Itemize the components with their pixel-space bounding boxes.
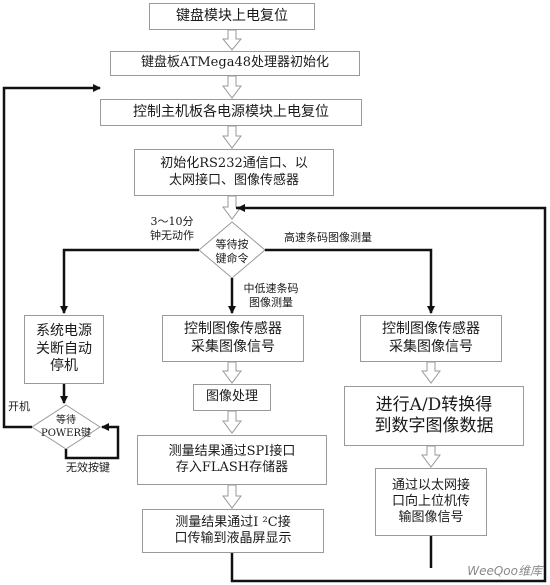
spi-flash-text: 测量结果通过SPI接口 存入FLASH存储器 <box>168 443 296 475</box>
mainboard-reset-box: 控制主机板各电源模块上电复位 <box>100 99 362 126</box>
wait-power-label: 等待 POWER键 <box>40 415 92 439</box>
capture-high-text: 控制图像传感器 采集图像信号 <box>382 321 480 355</box>
hollow-arrow <box>222 410 242 434</box>
i2c-lcd-box: 测量结果通过I ²C接 口传输到液晶屏显示 <box>142 509 324 553</box>
keyboard-reset-box: 键盘模块上电复位 <box>149 3 315 30</box>
power-on-loop-line <box>2 84 101 429</box>
power-off-text: 系统电源 关断自动 停机 <box>36 323 92 375</box>
invalid-key-label: 无效按键 <box>66 461 110 474</box>
image-processing-text: 图像处理 <box>205 389 258 405</box>
ad-convert-text: 进行A/D转换得 到数字图像数据 <box>374 394 494 436</box>
watermark: WeeQoo维库 <box>467 564 542 578</box>
hollow-arrow <box>222 195 242 220</box>
capture-high-box: 控制图像传感器 采集图像信号 <box>360 315 502 362</box>
wait-command-label: 等待按 键命令 <box>215 238 249 265</box>
spi-flash-box: 测量结果通过SPI接口 存入FLASH存储器 <box>137 435 327 485</box>
hollow-arrow <box>222 75 242 99</box>
return-loop-line <box>230 206 547 583</box>
hollow-arrow <box>222 361 242 384</box>
power-off-box: 系统电源 关断自动 停机 <box>24 315 104 384</box>
i2c-lcd-text: 测量结果通过I ²C接 口传输到液晶屏显示 <box>174 514 292 546</box>
hollow-arrow <box>222 484 242 509</box>
atmega-init-box: 键盘板ATMega48处理器初始化 <box>110 51 360 76</box>
branch-left-line <box>60 248 199 314</box>
invalid-key-loop-line <box>64 423 120 460</box>
idle-timeout-label: 3～10分 钟无动作 <box>150 215 194 242</box>
hollow-arrow <box>222 125 242 149</box>
ethernet-transfer-box: 通过以太网接 口向上位机传 输图像信号 <box>375 468 487 536</box>
hollow-arrow <box>421 361 441 384</box>
connectors <box>2 84 547 583</box>
ad-convert-box: 进行A/D转换得 到数字图像数据 <box>344 386 524 446</box>
capture-mid-box: 控制图像传感器 采集图像信号 <box>162 315 304 362</box>
high-speed-label: 高速条码图像测量 <box>284 231 372 244</box>
init-interfaces-text: 初始化RS232通信口、以 太网接口、图像传感器 <box>160 156 308 188</box>
ethernet-transfer-text: 通过以太网接 口向上位机传 输图像信号 <box>391 477 470 526</box>
image-processing-box: 图像处理 <box>193 384 271 411</box>
mid-speed-label: 中低速条码 图像测量 <box>243 282 299 309</box>
init-interfaces-box: 初始化RS232通信口、以 太网接口、图像传感器 <box>134 149 334 196</box>
capture-mid-text: 控制图像传感器 采集图像信号 <box>184 321 282 355</box>
power-on-label: 开机 <box>8 400 30 413</box>
keyboard-reset-text: 键盘模块上电复位 <box>176 7 288 24</box>
hollow-arrow <box>421 445 441 468</box>
branch-right-line <box>265 248 435 314</box>
atmega-init-text: 键盘板ATMega48处理器初始化 <box>141 55 329 71</box>
mainboard-reset-text: 控制主机板各电源模块上电复位 <box>133 103 329 120</box>
hollow-arrow <box>221 29 243 51</box>
hollow-arrows <box>221 29 441 509</box>
